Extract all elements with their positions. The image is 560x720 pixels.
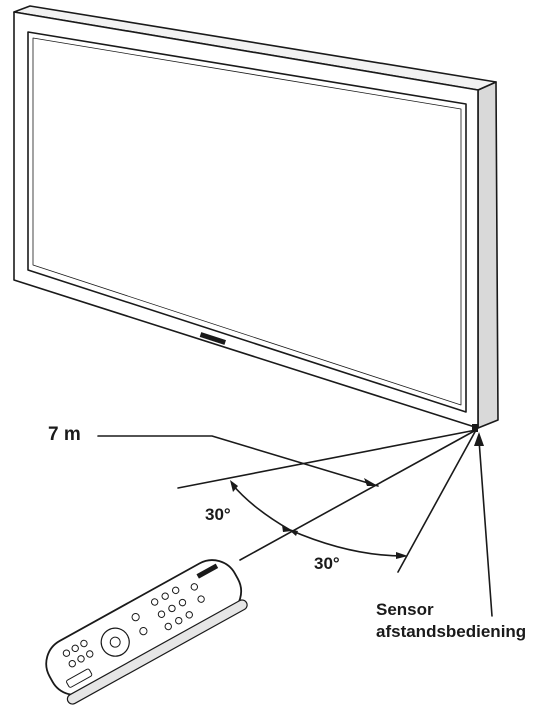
panel-side-edge [477,81,499,429]
remote-button [185,611,193,619]
sensor-label-line1: Sensor [376,600,434,619]
arrow-sensor-icon [474,432,484,446]
arrow-arc-right-end-icon [396,552,408,559]
remote-button [86,650,94,658]
arrow-arc-left-end-icon [230,480,238,492]
remote-dpad-icon [100,627,130,657]
flat-panel-display [13,5,499,432]
remote-button [131,613,140,622]
reception-range-lines [177,429,477,573]
range-line-left [177,429,477,489]
remote-button [139,627,148,636]
remote-button [77,655,85,663]
remote-button [62,649,71,657]
remote-button [157,610,166,618]
arrow-heads [230,432,484,559]
angle-right-label: 30° [314,554,340,573]
sensor-label-line2: afstandsbediening [376,622,527,641]
panel-screen [27,31,467,413]
brand-logo-icon [199,332,226,345]
remote-control [45,559,248,705]
remote-button [71,644,79,653]
remote-label-icon [66,668,93,688]
remote-button [197,595,205,603]
remote-buttons [62,583,205,668]
remote-button [150,598,159,606]
remote-button [161,592,169,600]
remote-button [68,659,76,668]
angle-left-label: 30° [205,505,231,524]
remote-button [171,586,180,595]
arrow-arc-right-mid-icon [288,529,298,536]
remote-body-side [66,599,248,705]
remote-button [175,616,183,625]
sensor-leader-line [478,439,493,617]
remote-button [164,622,172,631]
remote-dpad-center-icon [109,636,121,648]
angle-arc-left [231,483,291,531]
distance-label: 7 m [48,424,81,445]
arrow-distance-icon [364,478,378,486]
range-line-right [397,429,477,573]
remote-button [190,583,199,591]
remote-brand-icon [196,563,219,579]
distance-leader-line [97,435,379,487]
remote-button [168,604,176,613]
angle-arc-right [289,529,405,557]
sensor-window-icon [472,424,478,432]
panel-screen-inner [32,37,462,406]
remote-button [178,598,187,607]
remote-button [80,639,88,648]
range-line-center [239,429,477,561]
